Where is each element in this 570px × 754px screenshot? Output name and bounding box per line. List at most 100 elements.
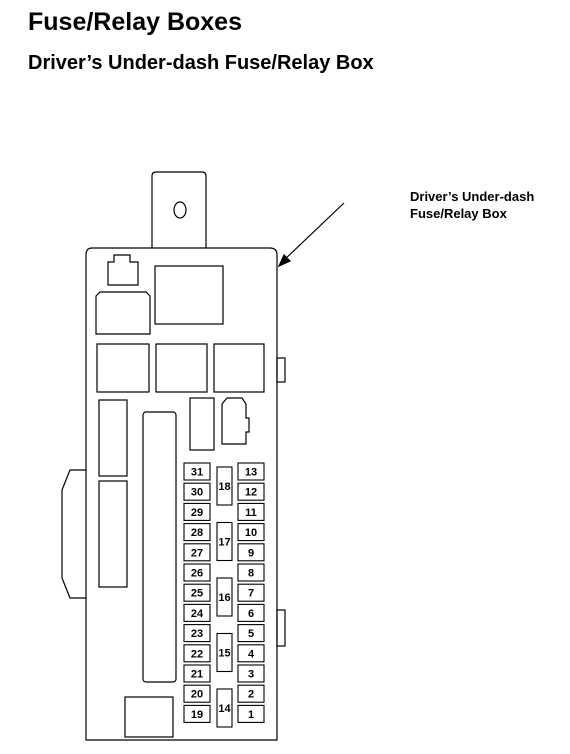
- small-relay-top-left: [107, 254, 139, 286]
- fuse-23: 23: [183, 624, 211, 643]
- fuse-31: 31: [183, 462, 211, 481]
- fuse-28-label: 28: [191, 527, 203, 539]
- small-relay-slot: [189, 397, 215, 451]
- fuse-2: 2: [237, 684, 265, 703]
- relay-row-right: [213, 343, 265, 393]
- fuse-3: 3: [237, 664, 265, 683]
- box-callout-label: Driver’s Under-dash Fuse/Relay Box: [410, 188, 534, 222]
- fuse-7-outline: [237, 583, 265, 602]
- fuse-28: 28: [183, 523, 211, 542]
- callout-line-2: Fuse/Relay Box: [410, 206, 507, 221]
- fuse-24-label: 24: [191, 608, 204, 620]
- fuse-19-outline: [183, 704, 211, 723]
- diode-slot: [221, 397, 250, 445]
- fuse-8: 8: [237, 563, 265, 582]
- right-clip-upper: [276, 357, 286, 383]
- fuse-12: 12: [237, 482, 265, 501]
- fuse-27: 27: [183, 543, 211, 562]
- fuse-25-label: 25: [191, 588, 203, 600]
- fuse-13: 13: [237, 462, 265, 481]
- fuse-26: 26: [183, 563, 211, 582]
- fuse-30: 30: [183, 482, 211, 501]
- fuse-11-outline: [237, 502, 265, 521]
- fuse-5-label: 5: [248, 628, 254, 640]
- fuse-29: 29: [183, 502, 211, 521]
- fuse-10: 10: [237, 523, 265, 542]
- fuse-grid: 3130292827262524232221201913121110987654…: [183, 462, 265, 728]
- mounting-tab: [151, 171, 207, 248]
- callout-arrow-line: [281, 202, 345, 263]
- section-title: Driver’s Under-dash Fuse/Relay Box: [28, 52, 374, 74]
- fuse-1: 1: [237, 704, 265, 723]
- fuse-18: 18: [216, 466, 233, 506]
- fuse-2-outline: [237, 684, 265, 703]
- fuse-31-outline: [183, 462, 211, 481]
- fuse-4-outline: [237, 644, 265, 663]
- fuse-25-outline: [183, 583, 211, 602]
- relay-row-middle: [155, 343, 208, 393]
- fuse-18-outline: [216, 466, 233, 506]
- fuse-10-outline: [237, 523, 265, 542]
- fuse-24: 24: [183, 603, 211, 622]
- fuse-29-outline: [183, 502, 211, 521]
- fuse-21-outline: [183, 664, 211, 683]
- fuse-29-label: 29: [191, 507, 203, 519]
- fuse-7-label: 7: [248, 588, 254, 600]
- fuse-6: 6: [237, 603, 265, 622]
- fuse-14-label: 14: [218, 703, 231, 715]
- fuse-20-label: 20: [191, 689, 203, 701]
- fuse-5: 5: [237, 624, 265, 643]
- fuse-31-label: 31: [191, 467, 203, 479]
- fuse-22: 22: [183, 644, 211, 663]
- fuse-22-label: 22: [191, 648, 203, 660]
- fuse-16-label: 16: [218, 592, 230, 604]
- fuse-11: 11: [237, 502, 265, 521]
- fuse-7: 7: [237, 583, 265, 602]
- fuse-30-outline: [183, 482, 211, 501]
- fuse-26-label: 26: [191, 568, 203, 580]
- fuse-15: 15: [216, 632, 233, 673]
- callout-arrowhead: [277, 253, 292, 268]
- fuse-25: 25: [183, 583, 211, 602]
- fuse-11-label: 11: [245, 507, 257, 519]
- fuse-2-label: 2: [248, 689, 254, 701]
- fuse-5-outline: [237, 624, 265, 643]
- fuse-13-label: 13: [245, 467, 257, 479]
- relay-top-left: [95, 291, 151, 335]
- fuse-15-outline: [216, 632, 233, 673]
- fuse-14-outline: [216, 688, 233, 728]
- fuse-9-label: 9: [248, 547, 254, 559]
- fuse-17: 17: [216, 521, 233, 562]
- fuse-10-label: 10: [245, 527, 257, 539]
- right-clip-lower: [276, 609, 286, 647]
- fuse-24-outline: [183, 603, 211, 622]
- connector-slot-upper: [98, 399, 128, 477]
- fuse-27-label: 27: [191, 547, 203, 559]
- fuse-21: 21: [183, 664, 211, 683]
- fuse-28-outline: [183, 523, 211, 542]
- fuse-20: 20: [183, 684, 211, 703]
- fuse-19: 19: [183, 704, 211, 723]
- fuse-8-label: 8: [248, 568, 254, 580]
- fuse-23-outline: [183, 624, 211, 643]
- fuse-box-outline: [85, 247, 278, 741]
- fuse-4: 4: [237, 644, 265, 663]
- fuse-6-outline: [237, 603, 265, 622]
- fuse-4-label: 4: [248, 648, 255, 660]
- fuse-30-label: 30: [191, 487, 203, 499]
- long-connector-slot: [142, 411, 177, 683]
- fuse-19-label: 19: [191, 709, 203, 721]
- fuse-20-outline: [183, 684, 211, 703]
- relay-row-left: [96, 343, 150, 393]
- connector-slot-lower: [98, 480, 128, 588]
- fuse-15-label: 15: [218, 648, 230, 660]
- fuse-17-label: 17: [218, 537, 230, 549]
- fuse-12-label: 12: [245, 487, 257, 499]
- fuse-9-outline: [237, 543, 265, 562]
- fuse-26-outline: [183, 563, 211, 582]
- fuse-14: 14: [216, 688, 233, 728]
- fuse-27-outline: [183, 543, 211, 562]
- left-connector-bracket: [61, 469, 86, 599]
- fuse-17-outline: [216, 521, 233, 562]
- relay-bottom-left: [124, 696, 174, 738]
